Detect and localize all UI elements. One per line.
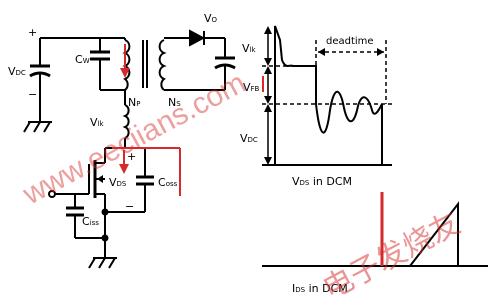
vlk-label: Vlk <box>90 116 104 129</box>
vfb-level-label: VFB <box>243 81 260 94</box>
vds-level-arrows <box>264 26 272 165</box>
ids-caption: IDS in DCM <box>292 282 348 295</box>
vo-label: VO <box>204 12 218 25</box>
deadtime-label: deadtime <box>326 36 374 47</box>
vds-minus: − <box>125 200 134 213</box>
vlk-level-label: Vlk <box>242 42 256 55</box>
vds-label: VDS <box>109 176 127 189</box>
ns-label: NS <box>168 96 181 109</box>
ciss-label: Ciss <box>82 215 99 228</box>
deadtime-arrow-right <box>377 48 384 56</box>
ids-waveform <box>262 201 488 267</box>
cw-label: CW <box>75 53 90 66</box>
vdc-plus: + <box>28 26 37 39</box>
flyback-circuit <box>23 29 236 269</box>
coss-label: Coss <box>158 176 178 189</box>
vds-guides <box>262 40 395 105</box>
watermark-latin: www.eeciians.com <box>17 66 251 211</box>
current-arrow-primary <box>120 44 130 78</box>
vdc-label: VDC <box>8 65 26 78</box>
current-arrow-drain <box>119 150 129 174</box>
np-label: NP <box>128 96 140 109</box>
vdc-minus: − <box>28 88 37 101</box>
deadtime-arrow-left <box>318 48 325 56</box>
vds-plus: + <box>127 150 136 163</box>
watermark-chinese: 电子发烧友 <box>317 206 466 305</box>
vds-caption: VDS in DCM <box>292 175 352 188</box>
vdc-level-label: VDC <box>240 132 258 145</box>
